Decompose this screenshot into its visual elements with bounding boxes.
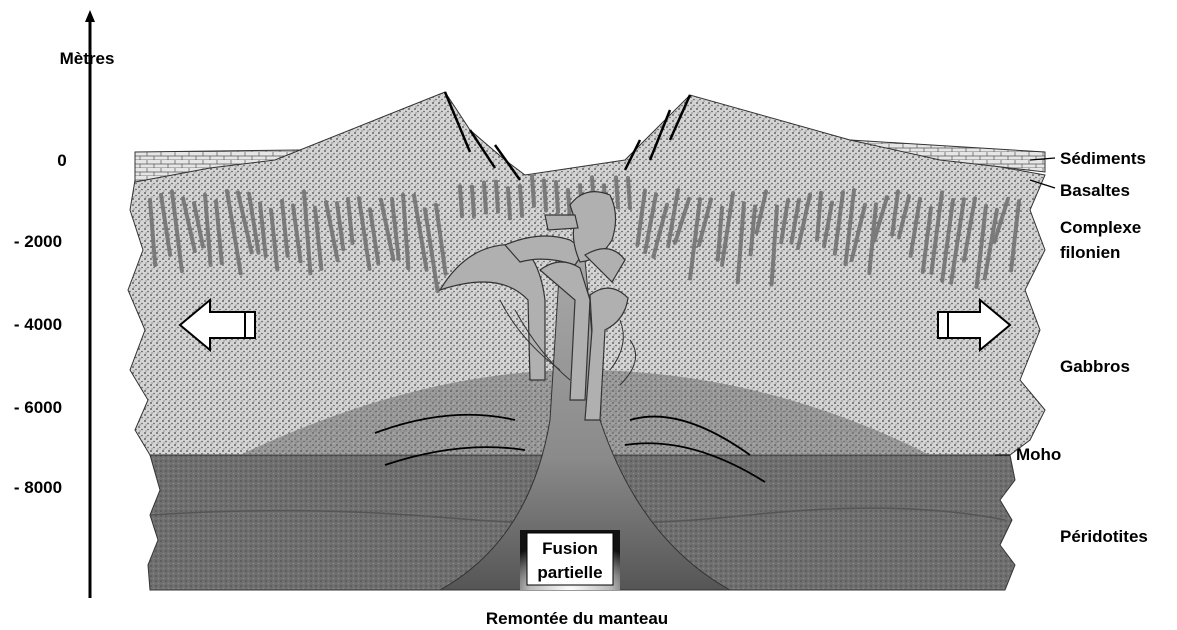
axis-unit-label: Mètres [60, 49, 115, 68]
layer-label-sediments: Sédiments [1060, 149, 1146, 168]
layer-label-basalts: Basaltes [1060, 181, 1130, 200]
mantle-upwelling-caption: Remontée du manteau [486, 609, 668, 628]
dyke-streak [520, 186, 522, 216]
tick-label: - 8000 [14, 478, 62, 497]
dyke-streak [556, 182, 558, 212]
axis-arrow-icon [85, 10, 95, 22]
layer-label-dyke-complex-1: Complexe [1060, 218, 1141, 237]
partial-melting-label-2: partielle [537, 563, 602, 582]
layer-label-gabbros: Gabbros [1060, 357, 1130, 376]
depth-axis: Mètres 0 - 2000 - 4000 - 6000 - 8000 [14, 10, 115, 598]
layer-label-dyke-complex-2: filonien [1060, 243, 1120, 262]
dyke-streak [544, 181, 546, 211]
tick-label: 0 [57, 151, 66, 170]
dyke-streak [472, 187, 474, 217]
tick-label: - 2000 [14, 232, 62, 251]
dyke-streak [496, 182, 498, 212]
layer-label-moho: Moho [1016, 445, 1061, 464]
dyke-streak [532, 176, 534, 206]
dyke-streak [484, 183, 486, 213]
dyke-streak [508, 188, 510, 218]
tick-label: - 4000 [14, 315, 62, 334]
dyke-streak [616, 178, 618, 208]
dyke-streak [460, 186, 462, 216]
dyke-streak [628, 178, 630, 208]
layer-label-peridotites: Péridotites [1060, 527, 1148, 546]
tick-label: - 6000 [14, 398, 62, 417]
partial-melting-label-1: Fusion [542, 539, 598, 558]
